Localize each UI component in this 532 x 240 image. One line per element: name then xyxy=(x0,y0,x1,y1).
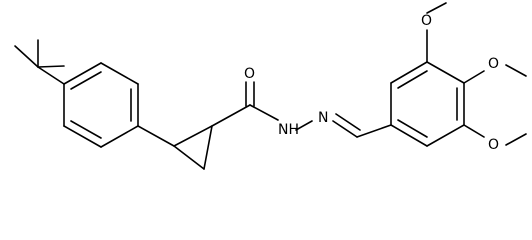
bond xyxy=(505,64,527,77)
imine-nitrogen-label: N xyxy=(318,110,328,126)
imine-double-bond xyxy=(335,113,361,131)
bond xyxy=(100,62,139,85)
bond xyxy=(63,125,102,148)
bond xyxy=(173,145,205,170)
double-bond xyxy=(397,70,428,89)
bond xyxy=(100,125,139,148)
bond xyxy=(505,133,527,146)
hydrazone-linker xyxy=(211,81,392,138)
double-bond xyxy=(70,71,102,90)
carbonyl-oxygen-label: O xyxy=(244,66,255,82)
bond xyxy=(295,120,313,131)
structure-canvas: O NH N O O O xyxy=(14,2,527,170)
left-benzene-ring xyxy=(63,62,139,148)
bond xyxy=(463,124,485,138)
bond xyxy=(14,45,39,68)
methoxy-oxygen-bottom-label: O xyxy=(488,137,499,153)
bond xyxy=(137,125,175,147)
methoxy-oxygen-top-label: O xyxy=(421,13,432,29)
double-bond xyxy=(397,119,428,138)
tert-butyl-group xyxy=(14,39,65,85)
bond xyxy=(356,124,392,138)
atom-labels: O NH N O O O xyxy=(244,13,499,153)
bond xyxy=(390,124,428,147)
molecule-drawing: O NH N O O O xyxy=(14,2,527,170)
double-bond xyxy=(70,120,102,139)
bond xyxy=(426,61,465,84)
bond xyxy=(390,61,428,84)
bond xyxy=(37,65,65,68)
methoxy-groups xyxy=(426,2,527,146)
amide-nh-label: NH xyxy=(278,122,299,138)
bond xyxy=(203,125,213,170)
bond xyxy=(426,124,465,147)
bond xyxy=(211,104,251,127)
bond xyxy=(426,2,447,14)
bond xyxy=(63,62,102,85)
bond xyxy=(249,104,279,121)
right-benzene-ring xyxy=(390,61,465,147)
bond xyxy=(173,125,213,147)
bond xyxy=(463,70,485,84)
imine-double-bond xyxy=(332,120,358,138)
bond xyxy=(37,66,65,85)
cyclopropane-ring xyxy=(137,125,213,170)
methoxy-oxygen-mid-label: O xyxy=(488,56,499,72)
